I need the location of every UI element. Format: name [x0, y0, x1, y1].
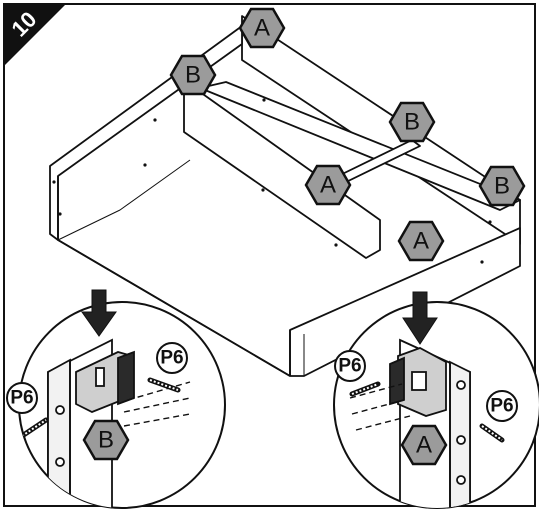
screw-icon: [19, 417, 49, 439]
svg-text:A: A: [254, 15, 270, 42]
part-label-b-left: B: [169, 54, 217, 96]
part-label-b-detail: B: [82, 419, 130, 461]
detail-circle-right: P6 P6 A: [333, 291, 539, 509]
svg-text:B: B: [404, 109, 420, 136]
svg-text:B: B: [98, 427, 114, 454]
svg-text:P6: P6: [338, 356, 361, 377]
svg-text:P6: P6: [160, 348, 183, 369]
part-label-b-right: B: [478, 165, 526, 207]
svg-text:B: B: [494, 173, 510, 200]
screw-icon: [349, 381, 381, 397]
part-label-a-top: A: [238, 7, 286, 49]
screw-label-p6-left: P6: [6, 382, 38, 414]
part-label-a-front: A: [397, 220, 445, 262]
svg-text:B: B: [185, 62, 201, 89]
svg-text:P6: P6: [10, 388, 33, 409]
down-arrow-icon: [81, 289, 117, 337]
screw-label-p6-top: P6: [156, 342, 188, 374]
part-label-a-middle: A: [304, 164, 352, 206]
screw-label-p6-right: P6: [486, 390, 518, 422]
screw-icon: [147, 377, 181, 393]
part-label-b-middle: B: [388, 101, 436, 143]
svg-text:A: A: [413, 228, 429, 255]
detail-circle-left: P6 P6 B: [6, 289, 226, 509]
svg-text:A: A: [320, 172, 336, 199]
screw-label-p6-top: P6: [334, 350, 366, 382]
part-label-a-detail: A: [400, 424, 448, 466]
svg-text:A: A: [416, 432, 432, 459]
screw-icon: [479, 423, 505, 443]
down-arrow-icon: [402, 291, 438, 345]
svg-text:P6: P6: [490, 396, 513, 417]
